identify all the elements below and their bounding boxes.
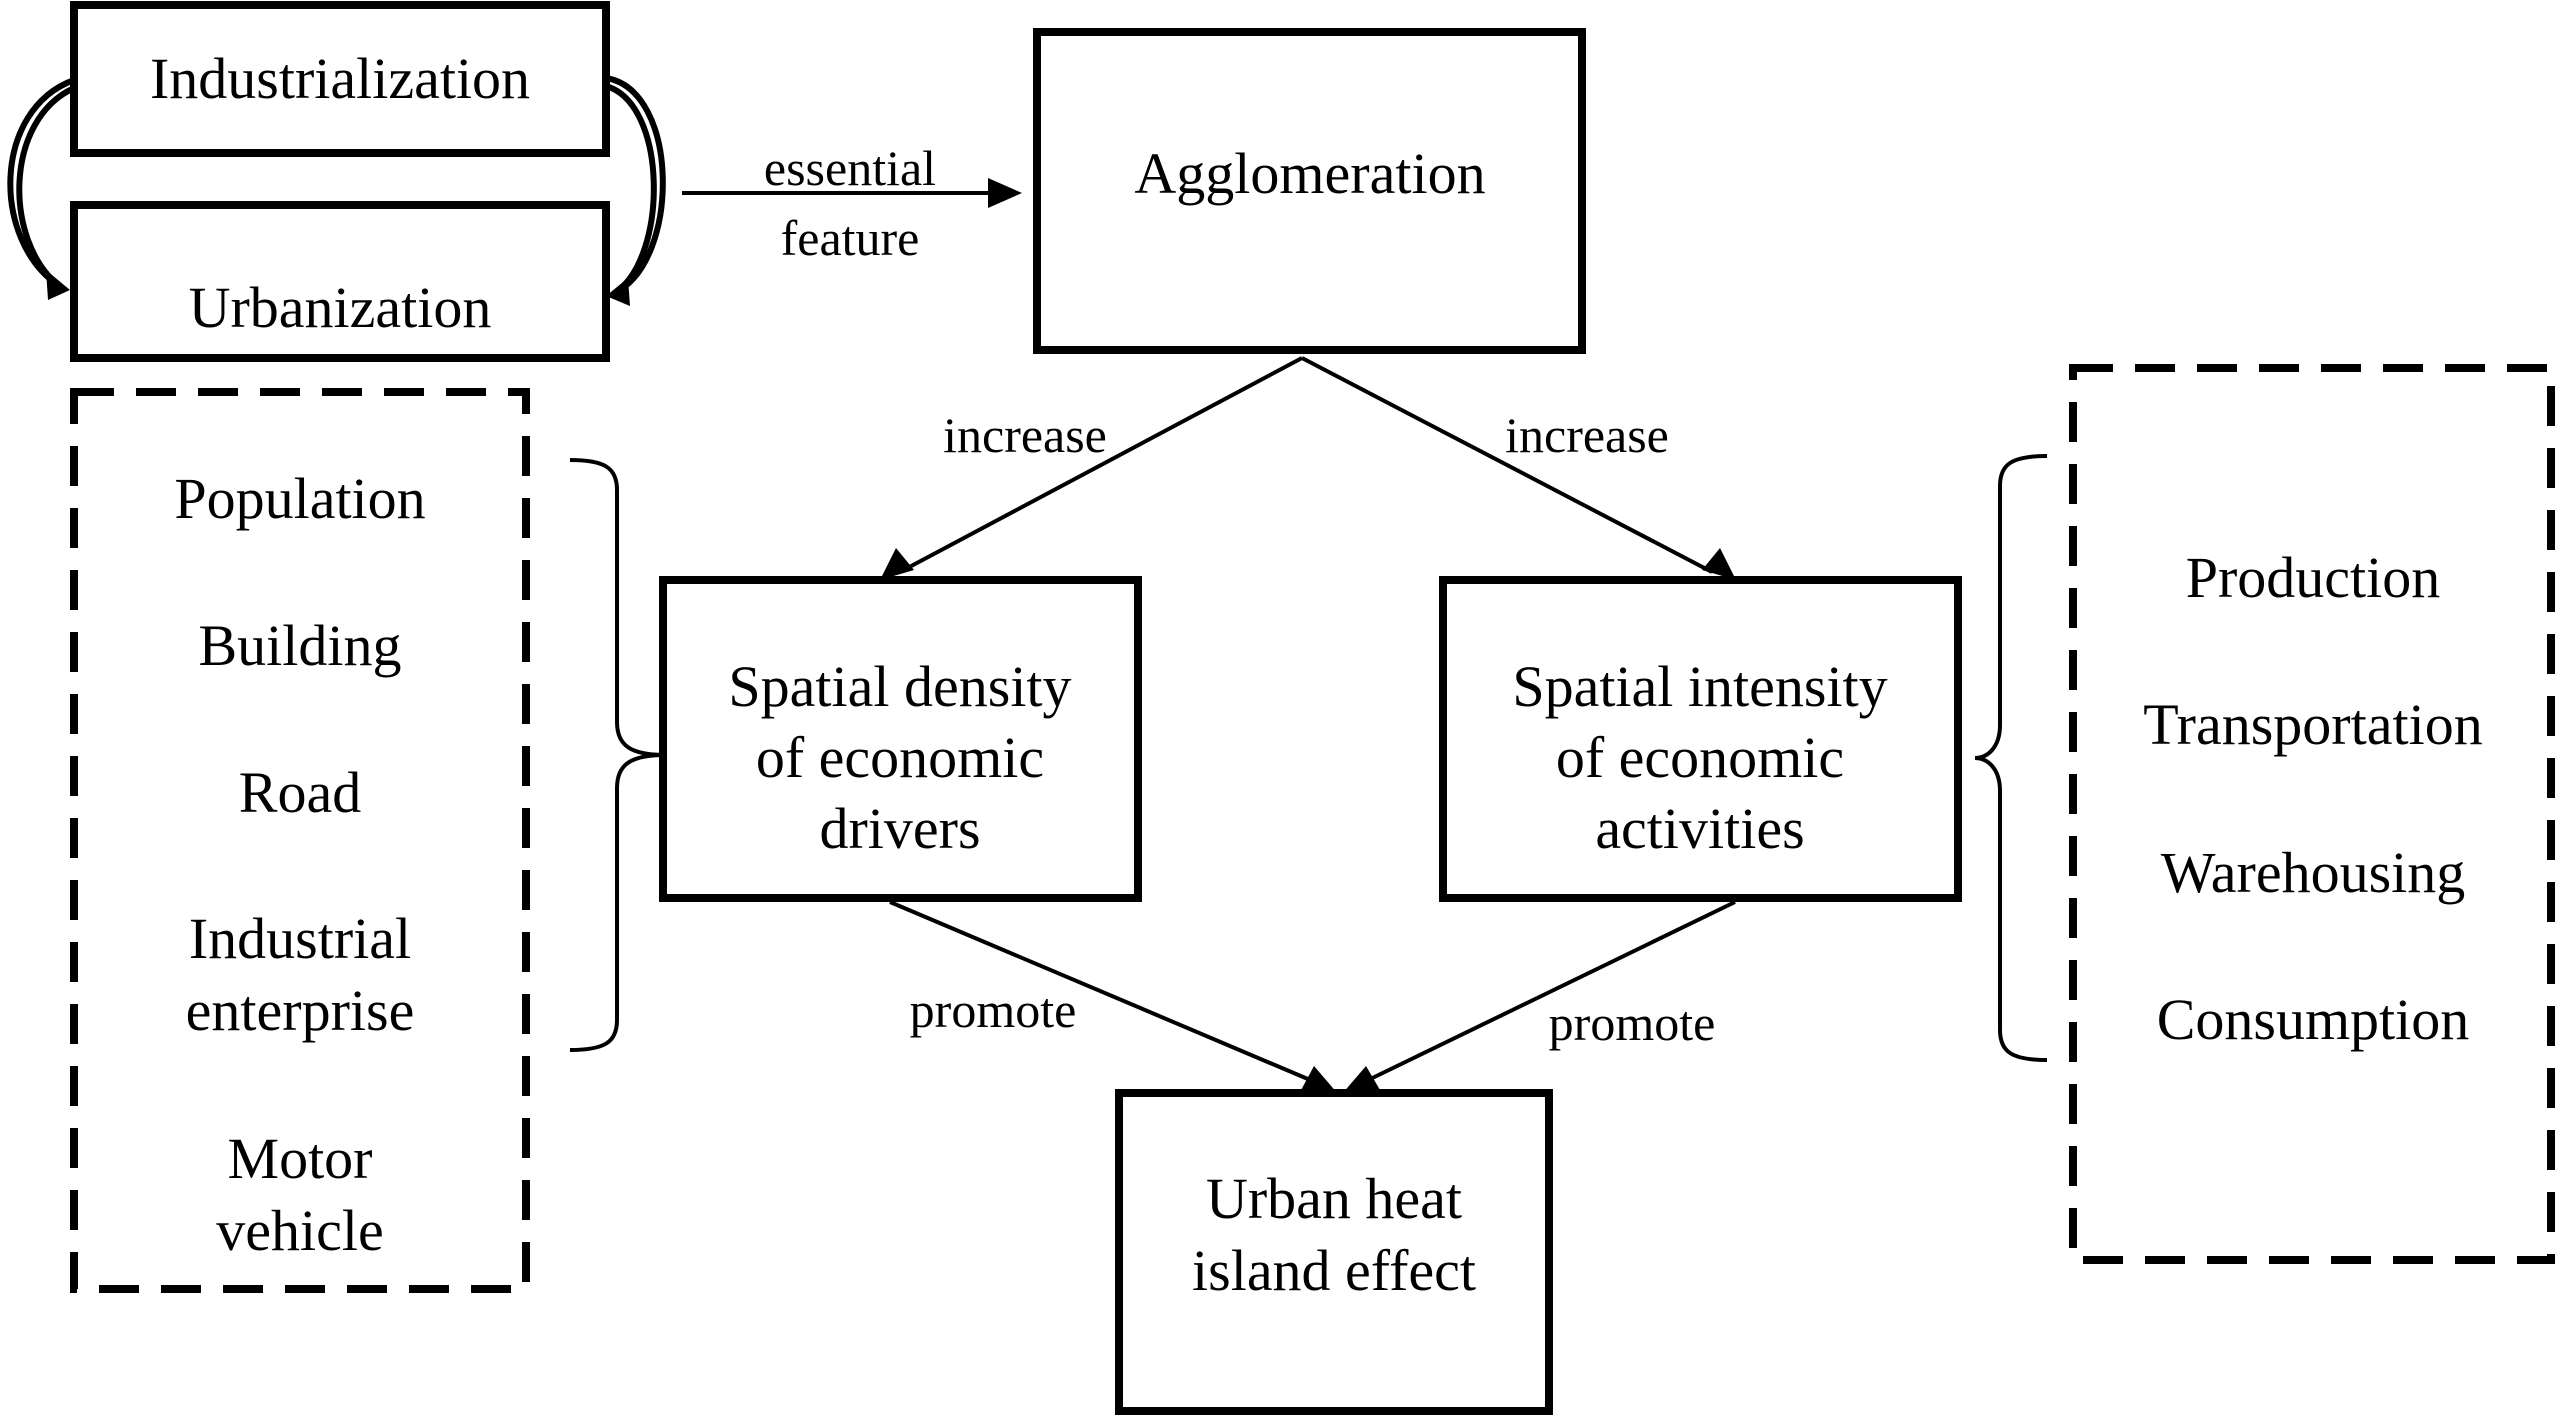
spatial-intensity-line-2: of economic xyxy=(1556,725,1844,790)
promote-right-label: promote xyxy=(1549,995,1716,1051)
right-cycle-arrow xyxy=(604,75,666,295)
activity-transportation: Transportation xyxy=(2143,692,2482,757)
promote-left-arrow xyxy=(889,900,1323,1087)
urban-heat-line-1: Urban heat xyxy=(1206,1166,1462,1231)
essential-feature-label-2: feature xyxy=(781,210,920,266)
essential-feature-label-1: essential xyxy=(764,140,936,196)
spatial-intensity-box xyxy=(1439,576,1962,902)
activities-brace xyxy=(1974,454,2048,1062)
activity-consumption: Consumption xyxy=(2157,987,2470,1052)
left-cycle-arrowhead xyxy=(46,270,70,300)
promote-left-arrowhead xyxy=(1300,1066,1338,1094)
driver-building: Building xyxy=(198,613,401,678)
driver-industrial-line-1: Industrial xyxy=(189,906,411,971)
spatial-intensity-line-3: activities xyxy=(1595,796,1804,861)
increase-left-label: increase xyxy=(943,407,1107,463)
urbanization-label: Urbanization xyxy=(189,275,492,340)
spatial-density-box xyxy=(659,576,1142,902)
spatial-density-line-1: Spatial density xyxy=(728,654,1071,719)
drivers-dashed-box xyxy=(70,388,530,1293)
increase-left-arrowhead xyxy=(880,548,914,580)
increase-left-arrow xyxy=(899,356,1303,574)
agglomeration-label: Agglomeration xyxy=(1134,141,1485,206)
driver-road: Road xyxy=(239,760,361,825)
promote-right-arrowhead xyxy=(1342,1066,1380,1094)
right-cycle-arrowhead xyxy=(606,278,630,306)
increase-right-label: increase xyxy=(1505,407,1669,463)
increase-right-arrowhead xyxy=(1702,548,1736,580)
drivers-brace xyxy=(569,458,666,1052)
industrialization-label: Industrialization xyxy=(150,46,530,111)
spatial-intensity-line-1: Spatial intensity xyxy=(1512,654,1887,719)
activity-production: Production xyxy=(2186,545,2441,610)
spatial-density-line-2: of economic xyxy=(756,725,1044,790)
promote-left-label: promote xyxy=(910,982,1077,1038)
urbanization-box xyxy=(70,201,610,362)
promote-right-arrow xyxy=(1357,900,1736,1087)
essential-feature-arrowhead xyxy=(988,178,1022,208)
activities-dashed-box xyxy=(2069,364,2555,1264)
activity-warehousing: Warehousing xyxy=(2161,840,2466,905)
driver-industrial-line-2: enterprise xyxy=(186,978,415,1043)
spatial-density-line-3: drivers xyxy=(819,796,980,861)
driver-population: Population xyxy=(174,466,425,531)
driver-motor-line-2: vehicle xyxy=(216,1198,383,1263)
urban-heat-box xyxy=(1115,1089,1553,1415)
left-cycle-arrow xyxy=(7,77,76,288)
increase-right-arrow xyxy=(1301,356,1713,574)
urban-heat-line-2: island effect xyxy=(1192,1238,1476,1303)
agglomeration-box xyxy=(1033,28,1586,354)
driver-motor-line-1: Motor xyxy=(228,1126,373,1191)
